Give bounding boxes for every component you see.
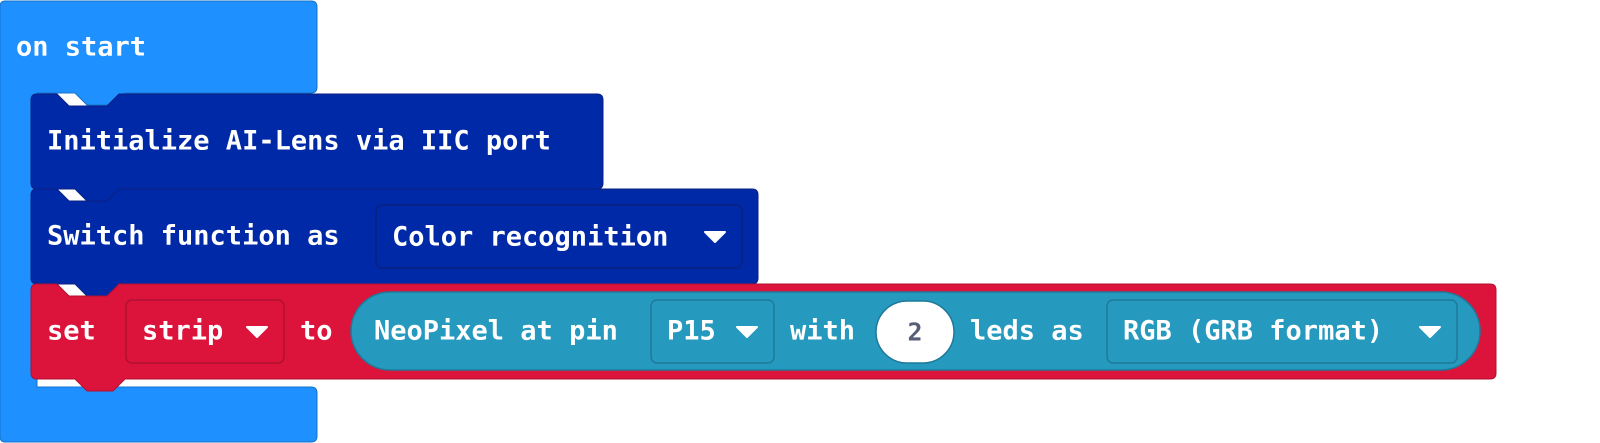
set-variable-block[interactable]: set strip to NeoPixel at pin P15 with 2 … xyxy=(30,283,1497,392)
switch-function-label: Switch function as xyxy=(47,221,340,252)
function-dropdown-value: Color recognition xyxy=(392,222,668,253)
pin-dropdown[interactable]: P15 xyxy=(650,299,775,364)
triangle-down-icon xyxy=(736,326,758,338)
variable-dropdown[interactable]: strip xyxy=(125,299,285,364)
pin-dropdown-value: P15 xyxy=(667,316,716,347)
on-start-label: on start xyxy=(16,32,146,63)
function-dropdown[interactable]: Color recognition xyxy=(375,204,743,269)
color-mode-dropdown[interactable]: RGB (GRB format) xyxy=(1106,299,1458,364)
neopixel-label: NeoPixel at pin xyxy=(374,316,618,347)
variable-dropdown-value: strip xyxy=(142,316,223,347)
triangle-down-icon xyxy=(704,231,726,243)
switch-function-block[interactable]: Switch function as Color recognition xyxy=(30,188,759,297)
leds-as-label: leds as xyxy=(970,316,1084,347)
triangle-down-icon xyxy=(246,326,268,338)
led-count-field-box xyxy=(875,300,955,364)
pin-dropdown-box xyxy=(650,299,775,364)
led-count-value: 2 xyxy=(907,318,922,347)
triangle-down-icon xyxy=(1419,326,1441,338)
color-mode-dropdown-value: RGB (GRB format) xyxy=(1123,316,1383,347)
init-ailens-label: Initialize AI-Lens via IIC port xyxy=(47,126,551,157)
neopixel-reporter[interactable]: NeoPixel at pin P15 with 2 leds as RGB (… xyxy=(350,291,1481,371)
color-mode-dropdown-box xyxy=(1106,299,1458,364)
on-start-block-shape xyxy=(0,0,318,443)
on-start-block[interactable]: on start xyxy=(0,0,318,443)
function-dropdown-box xyxy=(375,204,743,269)
set-label: set xyxy=(47,316,96,347)
with-label: with xyxy=(790,316,855,347)
led-count-field[interactable]: 2 xyxy=(875,300,955,364)
variable-dropdown-box xyxy=(125,299,285,364)
to-label: to xyxy=(300,316,333,347)
init-ailens-block[interactable]: Initialize AI-Lens via IIC port xyxy=(30,93,604,202)
